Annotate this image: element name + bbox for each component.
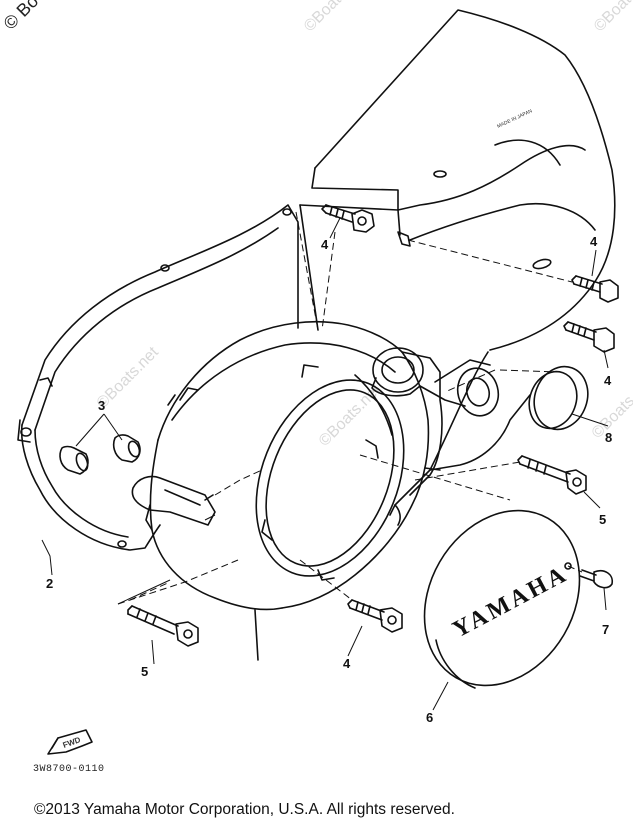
crankcase-cover-main (131, 320, 443, 661)
made-in-japan-stamp: MADE IN JAPAN (496, 108, 533, 130)
bolt-part-4-right-lower (563, 321, 615, 353)
callout-2: 2 (46, 576, 53, 591)
cap-part-8 (528, 365, 589, 431)
leader-lines (41, 217, 609, 711)
callout-7: 7 (602, 622, 609, 637)
callout-6: 6 (426, 710, 433, 725)
watermark-top-right: ©Boats.net (591, 0, 633, 35)
copyright-notice: ©2013 Yamaha Motor Corporation, U.S.A. A… (34, 801, 455, 818)
bolt-part-5-right (517, 455, 587, 495)
callout-3: 3 (98, 398, 105, 413)
watermark-mid-center: ©Boats.net (316, 381, 385, 450)
assembly-lines (117, 211, 583, 605)
watermark-top-center: ©Boats.net (301, 0, 370, 35)
diagram-code: 3W8700-0110 (33, 764, 105, 775)
screw-part-7 (579, 569, 614, 589)
bolt-part-5-left (127, 605, 199, 647)
watermark-corner: © Bo (0, 0, 42, 34)
callout-5-right: 5 (599, 512, 606, 527)
callout-4-top: 4 (321, 237, 329, 252)
callout-4-right-lower: 4 (604, 373, 612, 388)
crankcase-cover-upper (299, 9, 616, 516)
bolt-part-4-right-upper (571, 275, 619, 303)
fwd-arrow-icon (47, 729, 93, 755)
dowel-pins-part-3 (59, 434, 141, 475)
frame-lines (117, 514, 216, 605)
gasket-part-2 (17, 204, 299, 551)
callout-4-bottom: 4 (343, 656, 351, 671)
callout-4-right-upper: 4 (590, 234, 598, 249)
callout-5-left: 5 (141, 664, 148, 679)
callout-8: 8 (605, 430, 612, 445)
cover-brand-logo: YAMAHA (449, 561, 573, 643)
outer-cover-part-6 (423, 509, 581, 689)
bolt-part-4-top (321, 204, 375, 233)
bolt-part-4-bottom (347, 599, 403, 633)
